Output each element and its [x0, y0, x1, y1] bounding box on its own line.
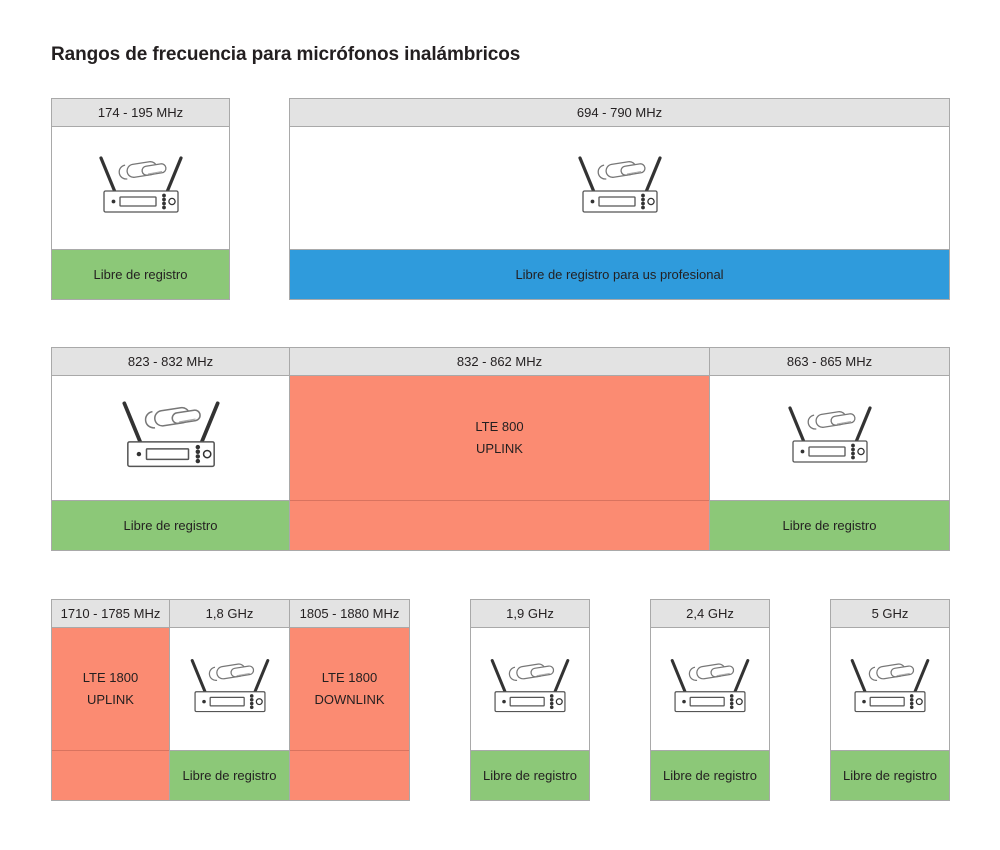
frequency-column[interactable]: 863 - 865 MHz [710, 347, 950, 551]
band-body [170, 628, 289, 750]
frequency-column[interactable]: 2,4 GHz [650, 599, 770, 801]
registration-status-footer: Libre de registro [831, 750, 949, 800]
frequency-range-header: 2,4 GHz [651, 600, 769, 628]
frequency-range-header: 1805 - 1880 MHz [290, 600, 409, 628]
frequency-range-header: 832 - 862 MHz [290, 348, 709, 376]
frequency-band-823-865: 823 - 832 MHz [51, 347, 950, 551]
frequency-band-1900: 1,9 GHz [470, 599, 590, 801]
frequency-band-1710-1880: 1710 - 1785 MHz LTE 1800 UPLINK 1,8 GHz [51, 599, 410, 801]
frequency-column[interactable]: 694 - 790 MHz [289, 98, 950, 300]
band-body [710, 376, 949, 500]
registration-status-footer [52, 750, 169, 800]
frequency-column[interactable]: 174 - 195 MHz [51, 98, 230, 300]
frequency-range-header: 823 - 832 MHz [52, 348, 289, 376]
frequency-band-694-790: 694 - 790 MHz [289, 98, 950, 300]
frequency-range-header: 863 - 865 MHz [710, 348, 949, 376]
band-body: LTE 1800 DOWNLINK [290, 628, 409, 750]
frequency-range-header: 5 GHz [831, 600, 949, 628]
band-body: LTE 1800 UPLINK [52, 628, 169, 750]
band-body [651, 628, 769, 750]
wireless-microphone-receiver-icon [654, 653, 766, 726]
lte-allocation-label: LTE 800 UPLINK [475, 416, 523, 460]
frequency-range-header: 174 - 195 MHz [52, 99, 229, 127]
wireless-microphone-receiver-icon [174, 653, 286, 726]
registration-status-footer [290, 500, 709, 550]
wireless-microphone-receiver-icon [101, 394, 241, 483]
frequency-range-header: 1,8 GHz [170, 600, 289, 628]
wireless-microphone-receiver-icon [561, 150, 679, 227]
frequency-band-5000: 5 GHz [830, 599, 950, 801]
wireless-microphone-receiver-icon [771, 400, 889, 477]
registration-status-footer: Libre de registro [52, 500, 289, 550]
frequency-column[interactable]: 1,8 GHz [170, 599, 290, 801]
frequency-range-header: 694 - 790 MHz [290, 99, 949, 127]
frequency-column[interactable]: 832 - 862 MHz LTE 800 UPLINK [290, 347, 710, 551]
lte-allocation-line-2: UPLINK [87, 692, 134, 707]
frequency-column[interactable]: 1,9 GHz [470, 599, 590, 801]
frequency-band-2400: 2,4 GHz [650, 599, 770, 801]
registration-status-footer: Libre de registro [52, 249, 229, 299]
wireless-microphone-receiver-icon [474, 653, 586, 726]
band-body [831, 628, 949, 750]
lte-allocation-line-1: LTE 1800 [82, 670, 139, 685]
wireless-microphone-receiver-icon [82, 150, 200, 227]
page-title: Rangos de frecuencia para micrófonos ina… [51, 44, 521, 65]
frequency-column[interactable]: 823 - 832 MHz [51, 347, 290, 551]
frequency-band-174-195: 174 - 195 MHz [51, 98, 230, 300]
lte-allocation-line-2: DOWNLINK [314, 692, 385, 707]
band-body [52, 127, 229, 249]
registration-status-footer: Libre de registro [710, 500, 949, 550]
band-body [52, 376, 289, 500]
lte-allocation-line-1: LTE 1800 [321, 670, 378, 685]
frequency-range-header: 1,9 GHz [471, 600, 589, 628]
registration-status-footer: Libre de registro para us profesional [290, 249, 949, 299]
lte-allocation-line-2: UPLINK [476, 441, 523, 456]
frequency-column[interactable]: 5 GHz [830, 599, 950, 801]
registration-status-footer [290, 750, 409, 800]
registration-status-footer: Libre de registro [471, 750, 589, 800]
wireless-microphone-receiver-icon [834, 653, 946, 726]
frequency-column[interactable]: 1710 - 1785 MHz LTE 1800 UPLINK [51, 599, 170, 801]
band-body [290, 127, 949, 249]
registration-status-footer: Libre de registro [651, 750, 769, 800]
band-body: LTE 800 UPLINK [290, 376, 709, 500]
frequency-column[interactable]: 1805 - 1880 MHz LTE 1800 DOWNLINK [290, 599, 410, 801]
registration-status-footer: Libre de registro [170, 750, 289, 800]
lte-allocation-line-1: LTE 800 [475, 419, 524, 434]
lte-allocation-label: LTE 1800 DOWNLINK [314, 667, 384, 711]
band-body [471, 628, 589, 750]
lte-allocation-label: LTE 1800 UPLINK [83, 667, 138, 711]
frequency-range-header: 1710 - 1785 MHz [52, 600, 169, 628]
